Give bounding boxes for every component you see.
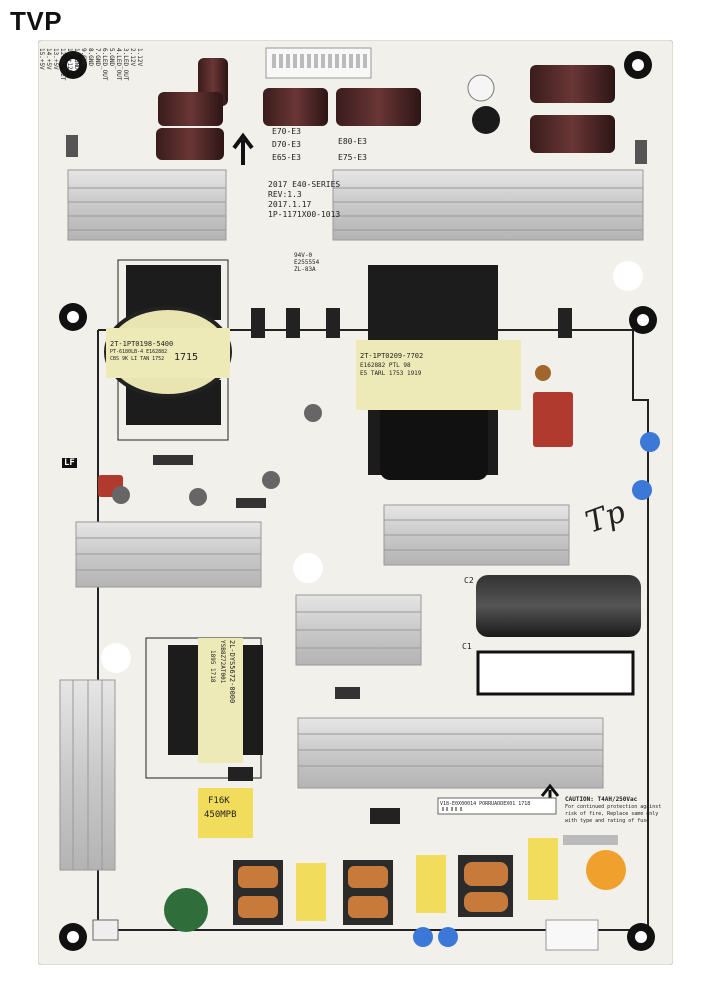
lf-mark: LF: [62, 458, 77, 468]
model-text-1: 2017 E40-SERIES: [268, 180, 341, 189]
transformer-small-label-3: 1895 1718: [209, 650, 216, 683]
transformer-right-label-2: E162882 PTL 98: [360, 362, 411, 369]
connector-pin-label: 4.LED_OUT: [115, 48, 122, 81]
led-code-2: D70-E3: [272, 140, 301, 149]
model-text-4: 1P-1171X00-1013: [268, 210, 341, 219]
transformer-right-label-3: E5 TARL 1753 1919: [360, 370, 422, 377]
model-text-3: 2017.1.17: [268, 200, 312, 209]
connector-pin-label: 10.GND: [73, 48, 80, 70]
chokes: [233, 855, 513, 925]
ref-c2: C2: [464, 576, 474, 585]
model-text-2: REV:1.3: [268, 190, 302, 199]
connector-pin-label: 12.AC-DET: [59, 48, 66, 81]
led-code-5: E75-E3: [338, 153, 367, 162]
caution-line-3: with type and rating of fuse: [565, 818, 650, 824]
connector-pin-label: 8.GND: [87, 48, 94, 67]
connector-pin-label: 13.+5V: [52, 48, 59, 70]
fuse-cap-label-2: 450MPB: [204, 810, 237, 820]
connector-pin-label: 3.LED_OUT: [122, 48, 129, 81]
connector-pin-label: 14.+5V: [45, 48, 52, 70]
ul-mark-3: ZL-83A: [294, 266, 316, 273]
mount-holes: [59, 51, 657, 951]
ul-mark-1: 94V-0: [294, 252, 313, 259]
connector-pin-label: 5.GND: [108, 48, 115, 67]
board-illustration: [38, 40, 673, 965]
transformer-left-label-2: PT-6180LB-4 E162882: [110, 349, 168, 355]
connector-pin-label: 11.+12V: [66, 48, 73, 74]
transformer-small-label-1: 2L-DYS5672-0000: [228, 640, 236, 704]
connector-pin-label: 1.12V: [136, 48, 143, 67]
brand-label: TVP: [10, 6, 63, 36]
connector-pin-label: 7.GND: [94, 48, 101, 67]
connector-pin-label: 15.+5V: [38, 48, 45, 70]
transformer-left-label-1: 2T-1PT0198-5400: [110, 340, 174, 348]
barcode-label: V18-E0X00014 PORRUADDEX01 1718: [440, 801, 531, 807]
connector-pin-label: 2.12V: [129, 48, 136, 67]
ul-mark-2: E255554: [294, 259, 320, 266]
led-code-3: E65-E3: [272, 153, 301, 162]
caution-title: CAUTION: T4AH/250Vac: [565, 796, 638, 803]
caution-line-2: risk of fire, Replace same only: [565, 811, 659, 817]
date-code: 1715: [174, 352, 199, 363]
caution-line-1: For continued protection against: [565, 804, 662, 810]
transformer-right-label-1: 2T-1PT0209-7702: [360, 352, 424, 360]
led-code-4: E80-E3: [338, 137, 367, 146]
led-code-1: E70-E3: [272, 127, 301, 136]
transformer-small-label-2: YSB8Z72AT001: [219, 640, 226, 684]
ref-c1: C1: [462, 642, 472, 651]
transformer-left-label-3: CBS 9K LI TAN 1752: [110, 356, 165, 362]
fuse-cap-label-1: F16K: [208, 796, 230, 806]
connector-pin-label: 6.LED_OUT: [101, 48, 108, 81]
connector-pin-label: 9.GND: [80, 48, 87, 67]
